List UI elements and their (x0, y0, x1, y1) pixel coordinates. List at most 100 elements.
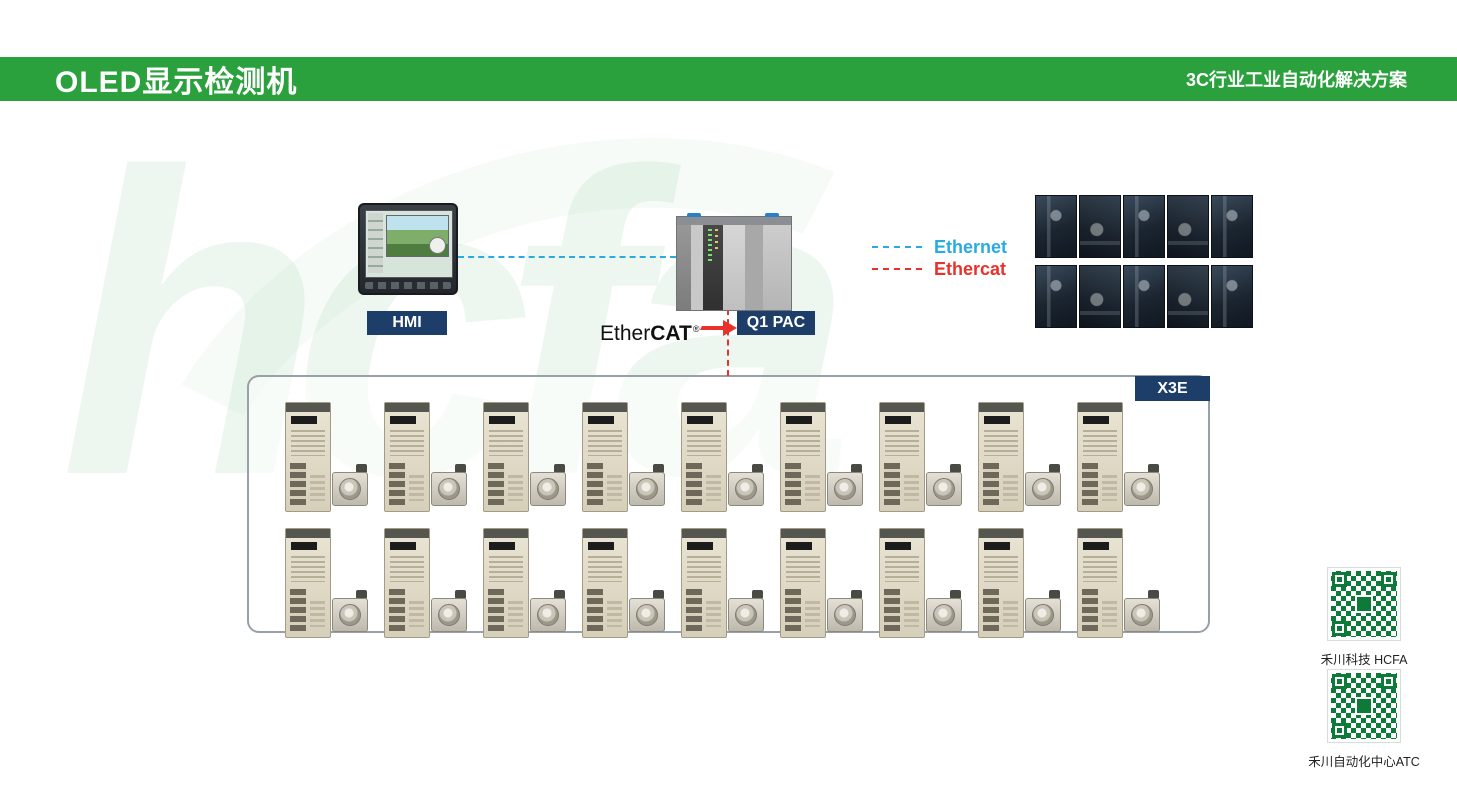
servo-drive-vents (786, 556, 820, 582)
servo-motor-face (537, 478, 559, 500)
servo-drive-vents (786, 430, 820, 456)
servo-motor-body (530, 472, 566, 506)
servo-motor-face (1131, 604, 1153, 626)
servo-motor (1124, 464, 1162, 512)
servo-drive (1077, 402, 1123, 512)
servo-drive (483, 528, 529, 638)
ethercat-logo-prefix: Ether (600, 322, 651, 345)
servo-motor-body (431, 598, 467, 632)
qr-label: 禾川自动化中心ATC (1308, 755, 1420, 769)
servo-motor-body (728, 598, 764, 632)
servo-motor-connector (752, 590, 763, 599)
servo-motor-face (537, 604, 559, 626)
servo-drive-connectors (983, 463, 999, 505)
plc-cpu-module (703, 217, 723, 310)
servo-drive-display (489, 542, 515, 550)
plc-module (763, 217, 791, 310)
servo-drive-top-cap (880, 403, 924, 412)
servo-drive-connectors (686, 463, 702, 505)
servo-drive (780, 528, 826, 638)
servo-drive-connectors (686, 589, 702, 631)
servo-motor (629, 464, 667, 512)
servo-drive-unit (978, 528, 1063, 640)
qr-code (1327, 669, 1401, 743)
servo-motor-face (735, 604, 757, 626)
servo-drive-unit (1077, 528, 1162, 640)
servo-drive-unit (483, 528, 568, 640)
inspection-machine-photo (1079, 265, 1121, 328)
servo-drive-display (687, 416, 713, 424)
servo-motor-body (1124, 472, 1160, 506)
servo-motor (332, 590, 370, 638)
servo-drive-label-area (409, 601, 424, 627)
servo-row (285, 528, 1162, 640)
servo-motor (332, 464, 370, 512)
servo-motor (728, 590, 766, 638)
servo-drive-display (786, 542, 812, 550)
servo-motor-connector (554, 590, 565, 599)
servo-drive-display (588, 542, 614, 550)
servo-drive (384, 528, 430, 638)
servo-motor-connector (554, 464, 565, 473)
servo-drive-label-area (508, 601, 523, 627)
servo-drive-vents (687, 556, 721, 582)
servo-drive-top-cap (484, 529, 528, 538)
servo-drive-top-cap (1078, 529, 1122, 538)
servo-motor (1025, 590, 1063, 638)
servo-motor (431, 590, 469, 638)
servo-motor (827, 464, 865, 512)
servo-motor-face (834, 478, 856, 500)
servo-motor-face (636, 604, 658, 626)
servo-motor-body (926, 472, 962, 506)
servo-drive-top-cap (781, 529, 825, 538)
servo-drive-vents (291, 430, 325, 456)
servo-drive-label-area (805, 601, 820, 627)
qr-card-hcfa: 禾川科技 HCFA (1304, 567, 1424, 668)
servo-drive (879, 528, 925, 638)
servo-motor-face (1032, 604, 1054, 626)
servo-drive-connectors (1082, 463, 1098, 505)
servo-drive-connectors (587, 589, 603, 631)
servo-motor (1124, 590, 1162, 638)
servo-motor-connector (1148, 590, 1159, 599)
qr-center-logo (1355, 595, 1373, 613)
servo-drive-display (489, 416, 515, 424)
servo-drive-label-area (706, 475, 721, 501)
inspection-machine-photo (1123, 265, 1165, 328)
servo-motor-body (1025, 472, 1061, 506)
servo-drive-unit (879, 528, 964, 640)
servo-drive-vents (1083, 556, 1117, 582)
ethercat-arrow-icon (700, 320, 738, 336)
plc-top-strip (677, 217, 791, 225)
servo-drive (780, 402, 826, 512)
servo-drive-unit (285, 528, 370, 640)
ethercat-registered-mark: ® (692, 324, 700, 334)
servo-drive-display (984, 416, 1010, 424)
servo-motor-connector (1049, 590, 1060, 599)
servo-motor-face (1032, 478, 1054, 500)
servo-drive (582, 402, 628, 512)
servo-motor (827, 590, 865, 638)
servo-drive-top-cap (979, 403, 1023, 412)
servo-motor-connector (455, 464, 466, 473)
legend-item-ethercat: Ethercat (872, 258, 1007, 280)
servo-motor-connector (356, 464, 367, 473)
servo-drive-unit (681, 528, 766, 640)
servo-drive-vents (885, 556, 919, 582)
servo-motor-face (933, 604, 955, 626)
servo-drive-label-area (1003, 475, 1018, 501)
servo-drive-vents (588, 430, 622, 456)
legend-item-ethernet: Ethernet (872, 236, 1007, 258)
servo-motor-connector (653, 464, 664, 473)
servo-motor-connector (950, 464, 961, 473)
servo-drive-unit (483, 402, 568, 514)
servo-drive-vents (885, 430, 919, 456)
header-subtitle: 3C行业工业自动化解决方案 (1185, 70, 1407, 90)
servo-drive-label-area (904, 475, 919, 501)
q1-pac-controller (676, 213, 792, 311)
ethercat-dashed-line-icon (872, 268, 922, 270)
header-bar: OLED显示检测机 3C行业工业自动化解决方案 (0, 57, 1457, 101)
servo-motor-body (629, 472, 665, 506)
servo-drive-unit (384, 528, 469, 640)
inspection-machine-photo (1167, 195, 1209, 258)
